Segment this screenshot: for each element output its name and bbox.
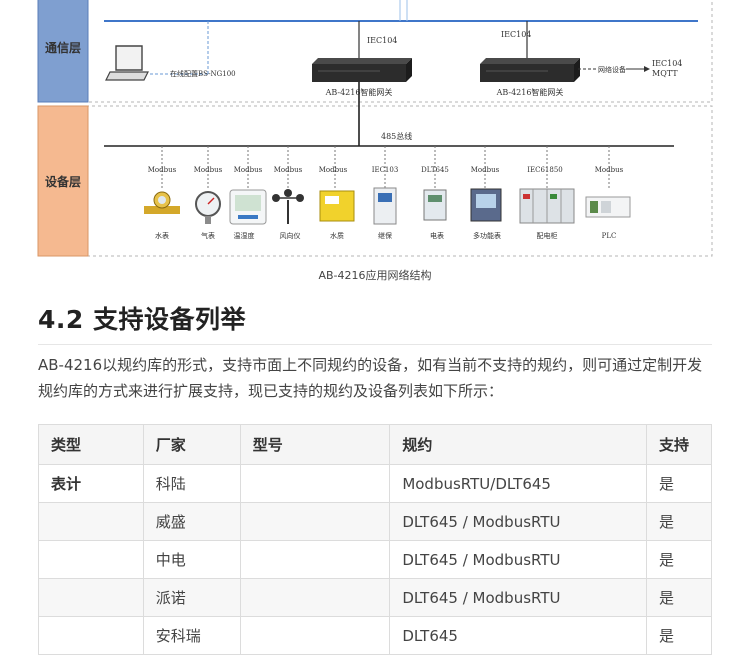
laptop-icon: [105, 45, 149, 81]
cell-vendor: 威盛: [142, 502, 241, 541]
cell-model: [239, 464, 391, 503]
table-row: 派诺 DLT645 / ModbusRTU 是: [38, 578, 712, 617]
col-header-type: 类型: [38, 424, 144, 465]
document-page: 通信层 设备层 在线配置BS-NG100 IEC104 AB-4216智能网关 …: [37, 0, 713, 655]
device-name: 风向仪: [280, 231, 301, 240]
device-layer-label: 设备层: [45, 174, 81, 189]
water-meter-icon: [144, 191, 180, 214]
cell-protocol: ModbusRTU/DLT645: [389, 464, 648, 503]
comm-layer-frame: [37, 0, 713, 103]
cell-type: [38, 502, 144, 541]
table-header-row: 类型 厂家 型号 规约 支持: [38, 424, 712, 465]
multifunction-meter-icon: [470, 188, 502, 222]
gas-meter-icon: [195, 191, 221, 224]
cell-supported: 是: [646, 540, 712, 579]
comm-layer-label: 通信层: [45, 40, 81, 55]
laptop-label: 在线配置BS-NG100: [170, 69, 236, 78]
device-name: 温湿度: [234, 231, 255, 240]
device-plc: Modbus PLC: [585, 146, 631, 240]
network-diagram: 通信层 设备层 在线配置BS-NG100 IEC104 AB-4216智能网关 …: [37, 0, 713, 257]
device-protocol: Modbus: [148, 166, 177, 174]
cell-supported: 是: [646, 464, 712, 503]
gateway-right-protocol: IEC104: [501, 30, 531, 39]
uplink-label: 网络设备: [598, 65, 626, 74]
device-name: 气表: [201, 231, 215, 240]
device-protocol: Modbus: [595, 166, 624, 174]
cell-vendor: 中电: [142, 540, 241, 579]
col-header-model: 型号: [239, 424, 391, 465]
device-name: 配电柜: [537, 231, 558, 240]
section-intro: AB-4216以规约库的形式，支持市面上不同规约的设备，如有当前不支持的规约，则…: [38, 356, 703, 400]
col-header-vendor: 厂家: [142, 424, 241, 465]
supported-devices-table: 类型 厂家 型号 规约 支持 表计 科陆 ModbusRTU/DLT645 是 …: [38, 424, 712, 655]
table-row: 表计 科陆 ModbusRTU/DLT645 是: [38, 464, 712, 503]
relay-protection-icon: [373, 187, 397, 225]
cell-model: [239, 616, 391, 655]
device-layer-label-box: [37, 105, 89, 257]
device-protocol: Modbus: [274, 166, 303, 174]
cell-supported: 是: [646, 578, 712, 617]
device-protocol: Modbus: [194, 166, 223, 174]
col-header-protocol: 规约: [389, 424, 648, 465]
section-title: 4.2 支持设备列举: [38, 300, 712, 345]
anemometer-icon: [272, 189, 304, 224]
device-protocol: Modbus: [234, 166, 263, 174]
device-power-meter: DLT645 电表: [421, 146, 449, 240]
water-quality-icon: [319, 190, 355, 222]
device-multifunction-meter: Modbus 多功能表: [470, 146, 502, 240]
uplink-protocol-mqtt: MQTT: [652, 69, 678, 78]
device-name: PLC: [602, 232, 617, 240]
table-row: 中电 DLT645 / ModbusRTU 是: [38, 540, 712, 579]
cell-protocol: DLT645 / ModbusRTU: [389, 540, 648, 579]
cell-type: [38, 616, 144, 655]
table-row: 威盛 DLT645 / ModbusRTU 是: [38, 502, 712, 541]
device-name: 电表: [430, 231, 444, 240]
table-row: 安科瑞 DLT645 是: [38, 616, 712, 655]
device-name: 继保: [378, 231, 392, 240]
device-protocol: IEC61850: [527, 166, 563, 174]
cell-vendor: 科陆: [142, 464, 241, 503]
comm-layer-label-box: [37, 0, 89, 103]
cell-type: [38, 578, 144, 617]
device-switchgear: IEC61850 配电柜: [519, 146, 575, 240]
cell-protocol: DLT645: [389, 616, 648, 655]
device-protocol: Modbus: [471, 166, 500, 174]
device-anemometer: Modbus 风向仪: [272, 146, 304, 240]
power-meter-icon: [423, 189, 447, 221]
bus-label: 485总线: [381, 131, 412, 141]
device-relay-protection: IEC103 继保: [372, 146, 399, 240]
device-protocol: IEC103: [372, 166, 399, 174]
cell-vendor: 派诺: [142, 578, 241, 617]
switchgear-icon: [519, 188, 575, 224]
cell-model: [239, 578, 391, 617]
plc-icon: [585, 196, 631, 218]
device-name: 水质: [330, 231, 344, 240]
cell-vendor: 安科瑞: [142, 616, 241, 655]
device-name: 水表: [155, 231, 169, 240]
gateway-left-protocol: IEC104: [367, 36, 397, 45]
cell-protocol: DLT645 / ModbusRTU: [389, 502, 648, 541]
device-water-meter: Modbus 水表: [144, 146, 180, 240]
device-water-quality: Modbus 水质: [319, 146, 355, 240]
gateway-left-icon: [312, 58, 412, 82]
device-gas-meter: Modbus 气表: [194, 146, 223, 240]
cell-supported: 是: [646, 616, 712, 655]
device-protocol: DLT645: [421, 166, 449, 174]
device-name: 多功能表: [473, 231, 501, 240]
thermo-hygrometer-icon: [229, 189, 267, 225]
device-thermo-hygrometer: Modbus 温湿度: [229, 146, 267, 240]
col-header-supported: 支持: [646, 424, 712, 465]
cell-supported: 是: [646, 502, 712, 541]
cell-model: [239, 540, 391, 579]
cell-type: 表计: [38, 464, 144, 503]
uplink-protocol-iec104: IEC104: [652, 59, 682, 68]
device-protocol: Modbus: [319, 166, 348, 174]
gateway-right-icon: [480, 58, 580, 82]
diagram-caption: AB-4216应用网络结构: [318, 269, 432, 282]
gateway-right-label: AB-4216智能网关: [496, 87, 564, 97]
cell-type: [38, 540, 144, 579]
cell-protocol: DLT645 / ModbusRTU: [389, 578, 648, 617]
cell-model: [239, 502, 391, 541]
